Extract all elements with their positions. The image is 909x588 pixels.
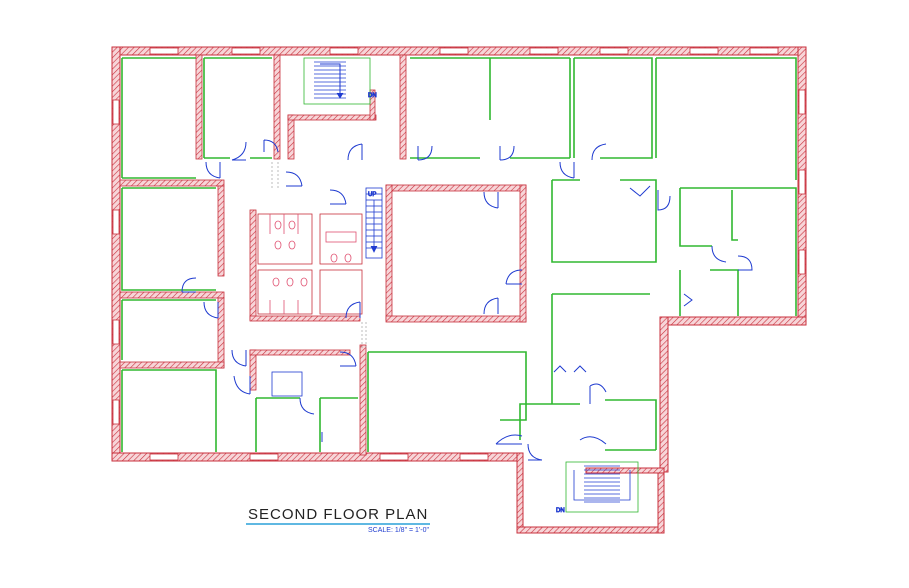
drawing-title: SECOND FLOOR PLAN xyxy=(248,506,429,523)
exterior-walls xyxy=(111,46,807,534)
drawing-scale: SCALE: 1/8" = 1'-0" xyxy=(368,527,429,534)
interior-partitions xyxy=(121,57,797,452)
hallway-markings xyxy=(271,162,367,348)
restroom-fixtures xyxy=(257,213,363,397)
stair-center: UP xyxy=(365,187,383,259)
stair-label-dn: DN xyxy=(368,93,377,99)
stair-top: DN xyxy=(303,57,377,105)
door-swings xyxy=(181,139,753,461)
stair-bottom: DN xyxy=(556,461,639,514)
interior-masonry-walls xyxy=(119,54,527,456)
stair-label-up: UP xyxy=(368,192,376,198)
window-openings xyxy=(112,47,806,461)
stair-label-dn: DN xyxy=(556,508,565,514)
